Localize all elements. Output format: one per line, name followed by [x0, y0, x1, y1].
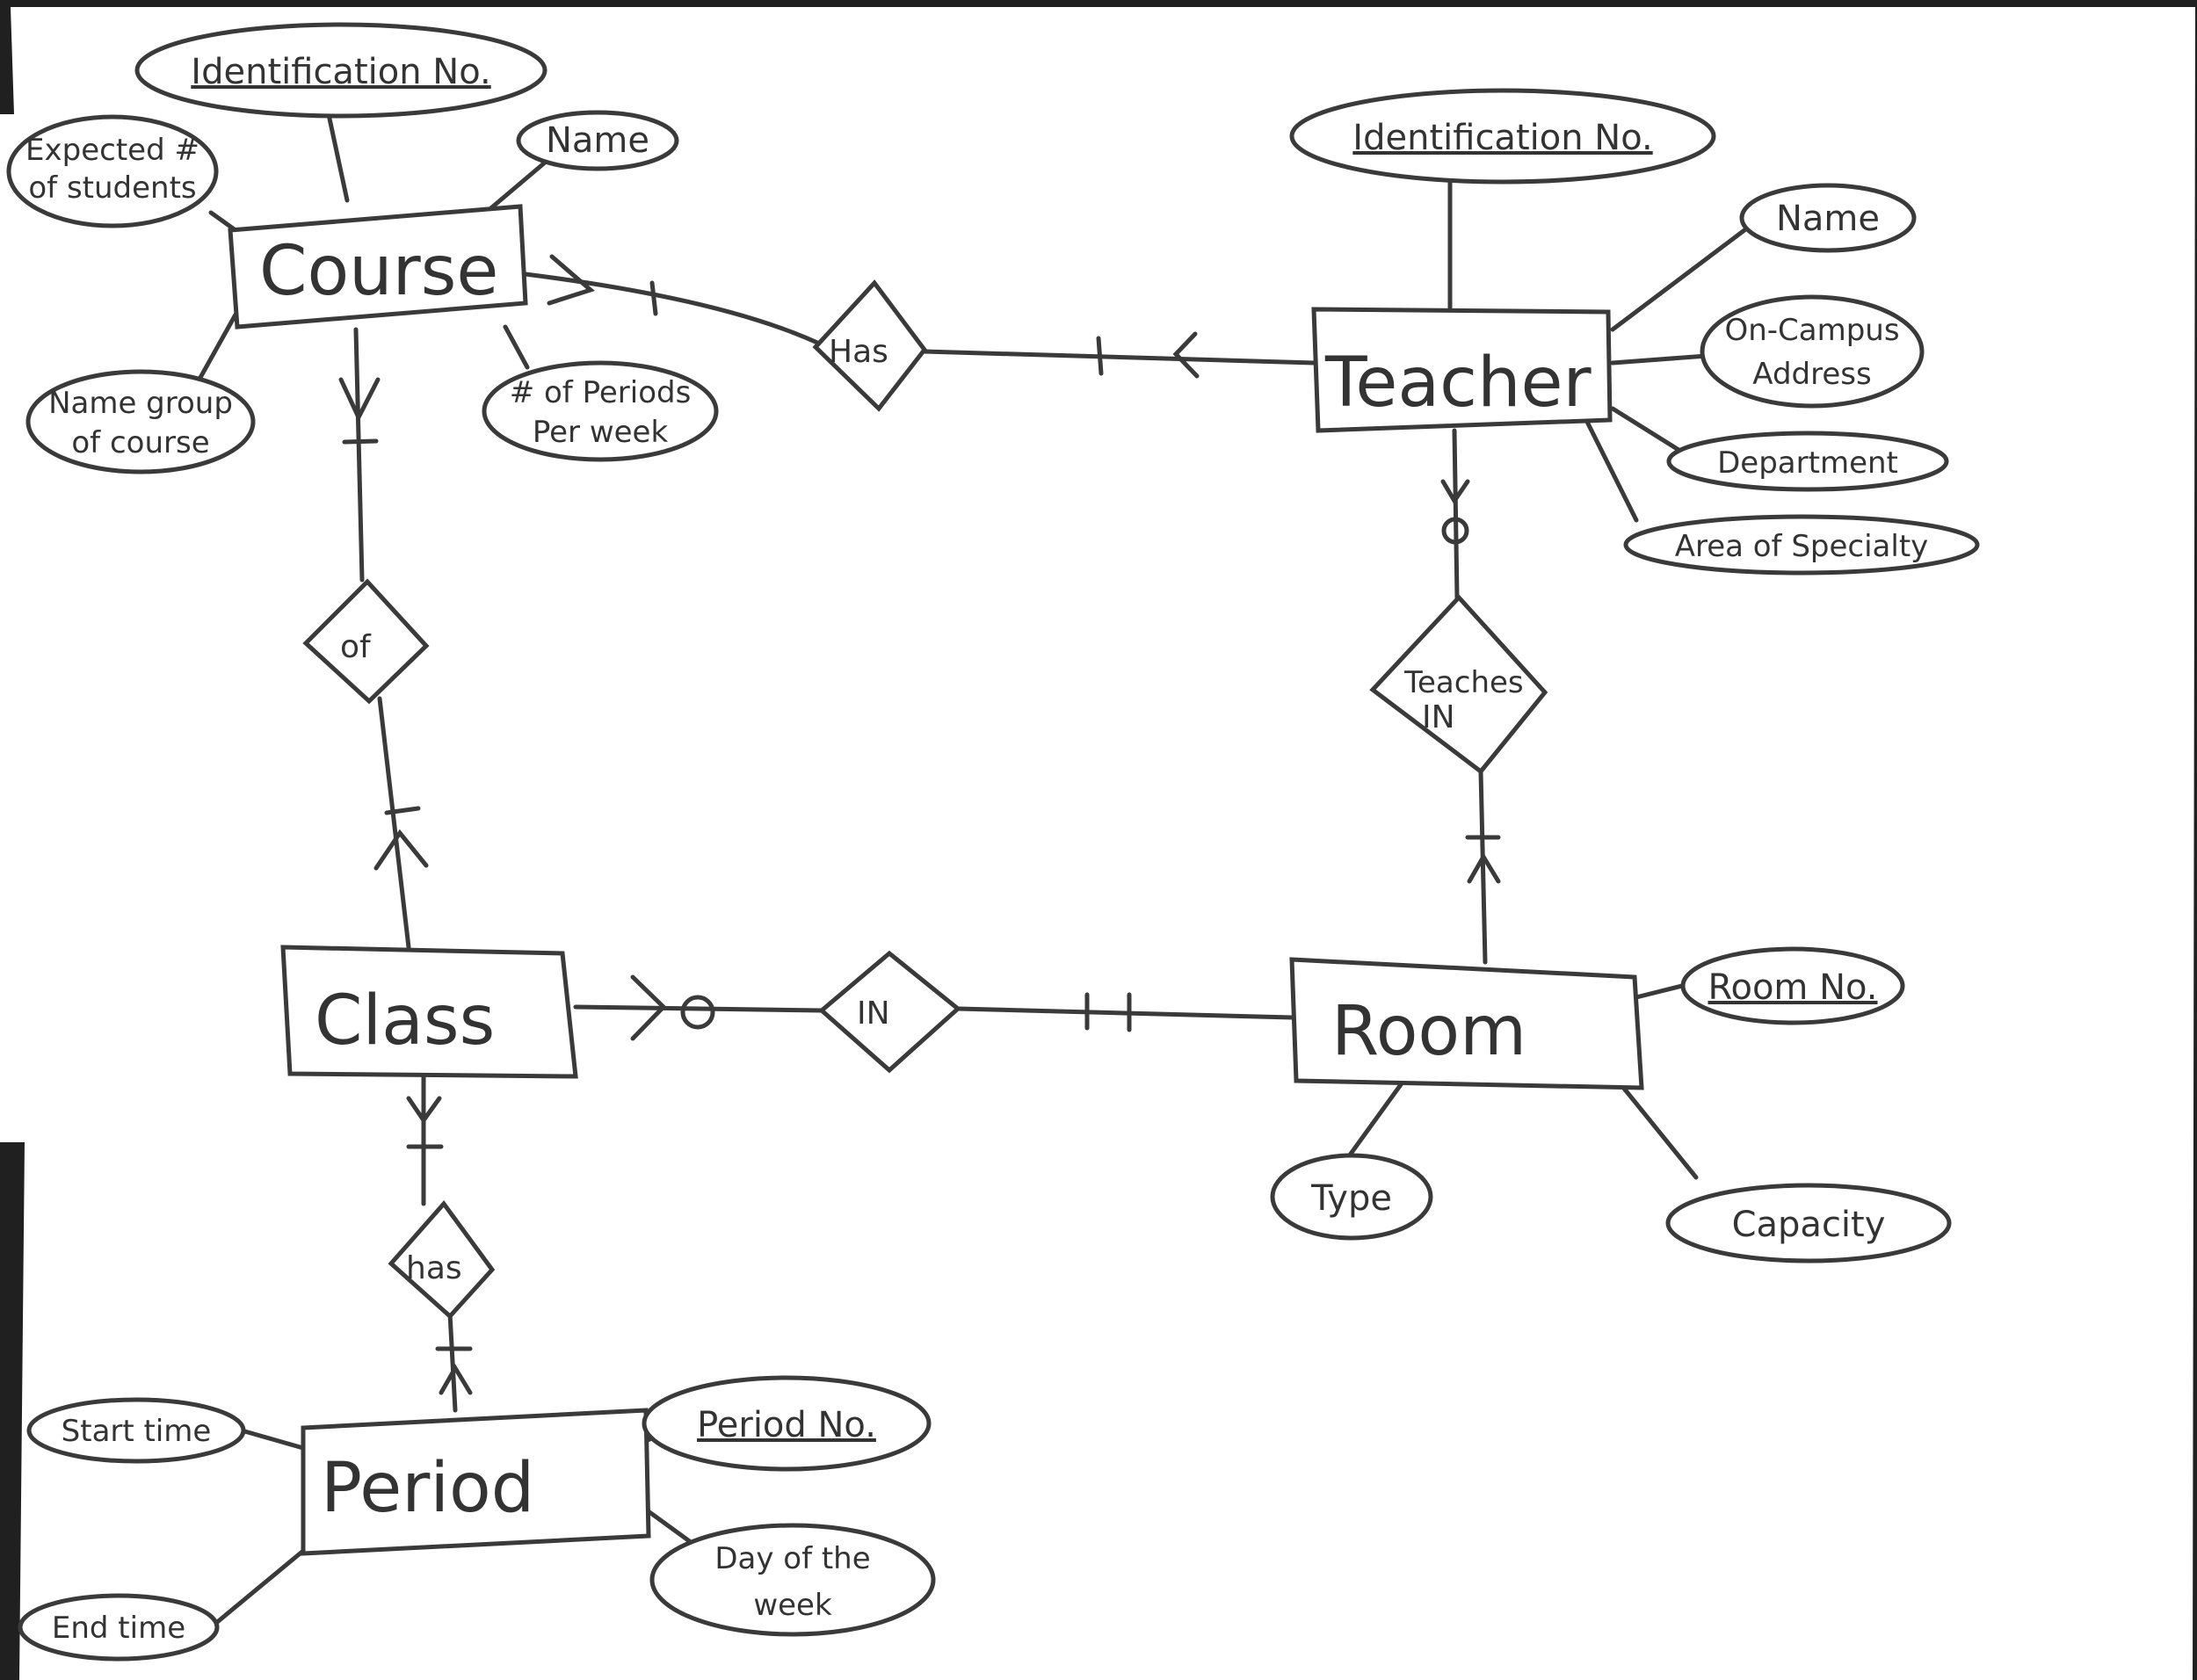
entity-class: Class: [280, 945, 578, 1079]
attr-teacher-area-of-specialty: Area of Specialty: [1623, 514, 1980, 576]
attr-room-capacity: Capacity: [1665, 1183, 1952, 1264]
attr-period-end-label: End time: [52, 1611, 185, 1646]
attr-room-capacity-label: Capacity: [1732, 1205, 1886, 1245]
relationship-of-label: of: [340, 629, 372, 665]
attr-course-expected-students: Expected # of students: [6, 114, 219, 228]
attr-course-name-group-line1: Name group: [48, 386, 233, 421]
attr-course-name-label: Name: [546, 120, 649, 161]
attr-course-name-group: Name group of course: [25, 369, 256, 474]
attr-teacher-address-line2: Address: [1752, 357, 1871, 392]
attr-period-start-label: Start time: [62, 1414, 212, 1449]
relationship-has-class-period-label: has: [406, 1250, 462, 1286]
attr-course-identification-no: Identification No.: [134, 22, 547, 119]
entity-teacher: Teacher: [1311, 307, 1613, 433]
attr-period-day-of-week: Day of the week: [649, 1523, 936, 1637]
entity-room: Room: [1289, 957, 1644, 1090]
attr-teacher-name: Name: [1739, 183, 1917, 253]
relationship-teaches-in-label-line1: Teaches: [1403, 665, 1524, 700]
attr-teacher-department: Department: [1666, 431, 1949, 492]
relationship-in: IN: [818, 950, 961, 1074]
attr-course-name-group-line2: of course: [71, 425, 209, 460]
attr-period-no-label: Period No.: [697, 1405, 876, 1445]
relationship-has-course-teacher-label: Has: [829, 334, 888, 370]
attr-course-periods-per-week: # of Periods Per week: [482, 360, 719, 462]
attr-teacher-department-label: Department: [1717, 445, 1898, 481]
attr-period-day-line2: week: [753, 1588, 832, 1623]
attr-room-no: Room No.: [1680, 946, 1905, 1025]
entity-course: Course: [228, 204, 528, 329]
relationship-of: of: [302, 578, 430, 705]
attr-course-expected-line2: of students: [28, 170, 196, 206]
attr-room-type: Type: [1270, 1153, 1433, 1241]
connector-lines: [195, 116, 1747, 1630]
attr-period-end-time: End time: [18, 1593, 220, 1662]
attr-course-name: Name: [516, 110, 679, 171]
attr-room-type-label: Type: [1310, 1178, 1392, 1219]
attr-period-day-line1: Day of the: [714, 1541, 870, 1576]
attr-course-identification-no-label: Identification No.: [191, 52, 490, 92]
attr-course-expected-line1: Expected #: [25, 133, 199, 168]
relationship-teaches-in: Teaches IN: [1369, 594, 1548, 775]
cardinality-markers: [338, 254, 1501, 1395]
attr-course-periods-line1: # of Periods: [510, 375, 692, 410]
entity-class-label: Class: [315, 981, 495, 1061]
relationship-has-course-teacher: Has: [812, 279, 928, 412]
attr-teacher-address-line1: On-Campus: [1724, 313, 1899, 348]
entity-room-label: Room: [1331, 992, 1526, 1071]
relationship-teaches-in-label-line2: IN: [1422, 699, 1455, 735]
entity-period: Period: [301, 1408, 651, 1556]
entity-course-label: Course: [259, 232, 498, 311]
relationship-has-class-period: has: [388, 1200, 496, 1320]
attr-teacher-on-campus-address: On-Campus Address: [1700, 294, 1925, 409]
attr-period-no: Period No.: [642, 1375, 932, 1472]
attr-course-periods-line2: Per week: [533, 415, 669, 450]
attr-room-no-label: Room No.: [1708, 967, 1877, 1008]
attr-teacher-specialty-label: Area of Specialty: [1675, 529, 1929, 564]
attr-period-start-time: Start time: [26, 1397, 246, 1464]
attr-teacher-identification-no: Identification No.: [1289, 88, 1716, 185]
relationship-in-label: IN: [857, 996, 890, 1032]
attr-teacher-name-label: Name: [1776, 199, 1880, 239]
attr-teacher-identification-no-label: Identification No.: [1352, 118, 1652, 158]
entity-period-label: Period: [321, 1449, 534, 1528]
entity-teacher-label: Teacher: [1324, 344, 1592, 423]
